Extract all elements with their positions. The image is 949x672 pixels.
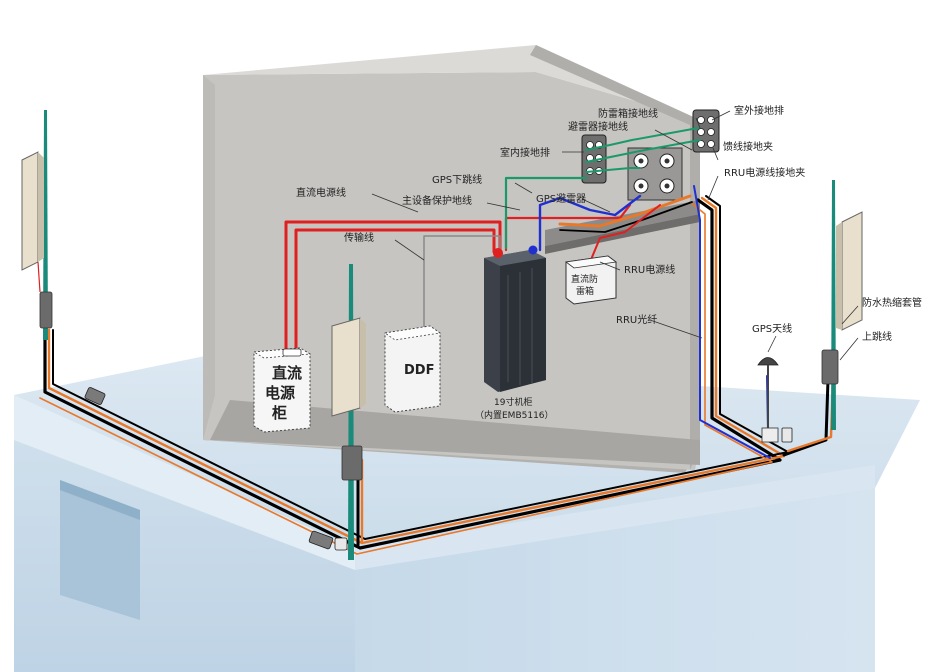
gps-antenna — [757, 357, 779, 443]
cabinet-sub-label: （内置EMB5116） — [475, 409, 554, 421]
feeder-ground-clamps — [84, 387, 793, 551]
label-main-equipment-ground: 主设备保护地线 — [402, 194, 472, 207]
callout-labels: 室外接地排 防雷箱接地线 避雷器接地线 馈线接地夹 室内接地排 RRU电源线接地… — [296, 104, 922, 343]
feedthrough-panel — [627, 147, 683, 201]
label-jumper: 上跳线 — [862, 330, 892, 343]
ddf-label: DDF — [404, 363, 434, 378]
outdoor-ground-bar — [692, 109, 720, 153]
label-rru-power-cable: RRU电源线 — [624, 263, 675, 276]
antenna-right — [821, 180, 863, 430]
dc-cabinet-label-line1: 直流 — [272, 364, 302, 382]
cable-tray — [545, 200, 700, 254]
label-lightning-arrester-ground: 避雷器接地线 — [568, 120, 628, 133]
label-outdoor-ground-bar: 室外接地排 — [734, 104, 784, 117]
antenna-left — [21, 110, 53, 340]
dc-cabinet-label-line3: 柜 — [271, 404, 287, 422]
dc-power-cabinet: 直流 电源 柜 — [252, 347, 312, 433]
label-gps-arrester: GPS避雷器 — [536, 192, 586, 205]
label-lightning-box-ground: 防雷箱接地线 — [598, 107, 658, 120]
dc-lightning-box: 直流防雷箱 — [564, 255, 618, 305]
label-feeder-ground-clamp: 馈线接地夹 — [723, 140, 773, 153]
label-transmission-cable: 传输线 — [344, 231, 374, 244]
label-dc-power-cable: 直流电源线 — [296, 186, 346, 199]
cabinet-name-label: 19寸机柜 — [494, 396, 532, 408]
cabinet-19inch: 19寸机柜 （内置EMB5116） — [475, 245, 554, 421]
label-rru-power-ground-clamp: RRU电源线接地夹 — [724, 166, 805, 179]
antenna-center — [331, 264, 366, 560]
label-indoor-ground-bar: 室内接地排 — [500, 146, 550, 159]
label-gps-antenna: GPS天线 — [752, 322, 792, 335]
label-waterproof-sleeve: 防水热缩套管 — [862, 296, 922, 309]
label-rru-fiber: RRU光纤 — [616, 313, 657, 326]
label-gps-down-lead: GPS下跳线 — [432, 173, 482, 186]
dc-lightning-box-label: 直流防雷箱 — [571, 273, 598, 297]
ddf-frame: DDF — [383, 325, 442, 413]
equipment-room — [203, 45, 700, 473]
leader-lines — [371, 110, 859, 361]
indoor-cables — [284, 127, 771, 459]
dc-cabinet-label-line2: 电源 — [265, 384, 295, 402]
